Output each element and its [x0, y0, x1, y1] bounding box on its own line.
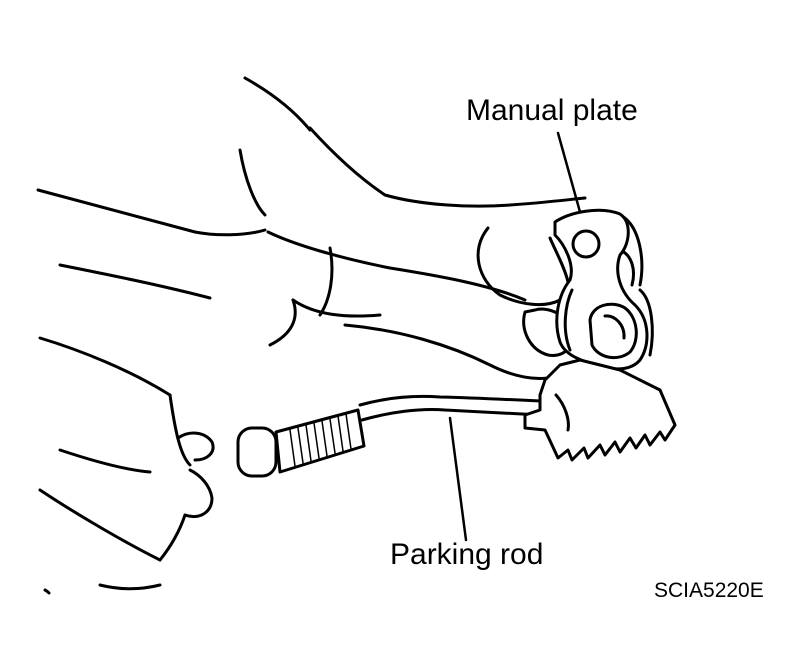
parking-rod-label: Parking rod — [390, 538, 544, 571]
manual-plate-leader — [556, 131, 582, 214]
parking-rod-leader — [448, 416, 468, 542]
manual-plate-label: Manual plate — [466, 94, 638, 127]
manual-plate — [523, 208, 677, 462]
figure-code: SCIA5220E — [654, 579, 764, 602]
lower-hand — [38, 336, 215, 595]
parking-rod — [236, 394, 572, 478]
